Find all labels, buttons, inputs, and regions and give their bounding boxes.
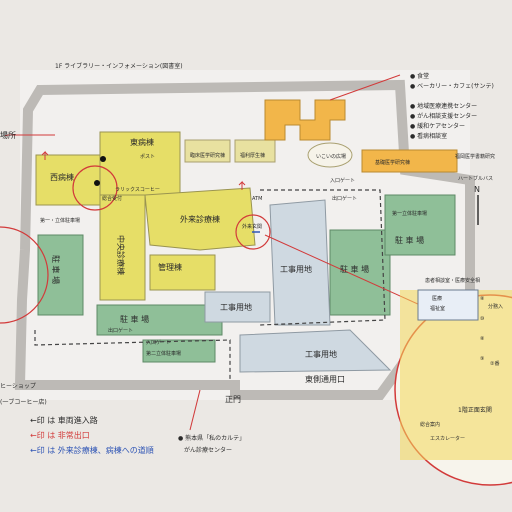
inset-number-3: ⑧: [480, 336, 485, 342]
bottom-left-label-1: ヒーショップ: [0, 383, 36, 390]
legend-item-2: ←印 は 非常出口: [30, 430, 90, 440]
callout-line-3: [264, 234, 421, 306]
east-gate-label: 東側通用口: [305, 374, 345, 384]
exit-arrow-2: [238, 180, 246, 190]
admin-label: 管理棟: [158, 262, 182, 272]
vehicle-route-1: [34, 330, 231, 380]
compass-label: N: [474, 185, 480, 194]
exit-gate-label: 出口ゲート: [332, 195, 357, 202]
inset-number-2: ⑩: [480, 316, 485, 322]
second-parking-small-label: 第一・立体駐車場: [40, 217, 80, 224]
reception-label: 総合受付: [102, 195, 122, 202]
entry-gate-label-2: 入口ゲート: [146, 339, 171, 346]
second-parking[interactable]: [142, 339, 216, 363]
lawson-label: ラリックスコーヒー: [115, 187, 160, 193]
highlight-circle-left: [0, 226, 49, 324]
legend-right-3: ● 緩和ケアセンター: [410, 122, 465, 130]
inset-title-1: 患者相談室・医療安全相: [425, 277, 480, 284]
basic-research-building[interactable]: [361, 149, 458, 173]
first-parking-label: 第一立体駐車場: [392, 210, 427, 217]
outpatient-label: 外来診療棟: [180, 214, 220, 224]
first-parking[interactable]: [384, 194, 456, 256]
orange-research-cluster[interactable]: [264, 99, 346, 141]
legend-right-4: ● 看病相談室: [410, 132, 447, 140]
callout-bottom-1: ● 熊本県「私のカルテ」: [178, 434, 245, 442]
right-misc-1: 福岡医学書籍研究: [455, 153, 495, 160]
atm-label: ATM: [252, 196, 262, 202]
bottom-left-label-2: (一ブコーヒー店): [0, 398, 47, 406]
post-label: ポスト: [140, 153, 155, 160]
legend-right-1: ● 地域医療連携センター: [410, 102, 477, 110]
inset-title-3: 福祉室: [430, 305, 445, 312]
east-parking-label: 駐 車 場: [340, 264, 369, 274]
tl-label: 場所: [0, 130, 16, 140]
second-parking-label: 第二立体駐車場: [146, 350, 181, 357]
west-ward-label: 西病棟: [50, 172, 74, 182]
west-ward-building[interactable]: [35, 154, 102, 206]
entrance-label: 外来玄関: [242, 223, 262, 230]
legend-top-right-2: ● ベーカリー・カフェ(サンテ): [410, 83, 494, 90]
central-clinic-label: 中央診療棟: [116, 235, 126, 275]
exit-arrow-1: [41, 150, 49, 160]
daycare-label: いこいの広場: [316, 153, 346, 160]
inset-label-5: エスカレーター: [430, 435, 465, 442]
research-building[interactable]: [184, 139, 231, 163]
reception-marker: [94, 180, 100, 186]
inset-label-1: 分務入: [488, 303, 503, 310]
west-parking-label: 駐 車 場: [51, 255, 61, 284]
post-marker: [100, 156, 106, 162]
daycare-circle: [307, 142, 353, 168]
west-parking[interactable]: [37, 234, 84, 316]
south-parking[interactable]: [96, 304, 223, 336]
inset-number-1: ⑧: [480, 296, 485, 302]
callout-line-2: [189, 389, 201, 431]
east-ward-building[interactable]: [99, 131, 181, 198]
inset-label-4: 総合案内: [420, 421, 440, 428]
highlight-circle-entrance: [235, 214, 271, 250]
main-gate-label: 正門: [225, 395, 241, 404]
first-parking-parking-label: 駐 車 場: [395, 235, 424, 245]
south-parking-label: 駐 車 場: [120, 314, 149, 324]
central-clinic-building[interactable]: [99, 194, 146, 301]
admin-building[interactable]: [149, 254, 216, 291]
callout-line-4: [329, 74, 401, 101]
vehicle-route-2: [259, 189, 386, 326]
legend-item-1: ←印 は 車両進入路: [30, 415, 98, 425]
top-label: 1F ライブラリー・インフォメーション(図書室): [55, 62, 183, 70]
callout-bottom-2: がん診療センター: [184, 446, 232, 454]
inset-label-2: ②番: [490, 360, 499, 367]
highlight-circle-reception: [72, 165, 118, 211]
legend-right-2: ● がん相談支援センター: [410, 112, 477, 120]
legend-top-right-1: ● 食堂: [410, 72, 429, 80]
exit-gate-label-2: 出口ゲート: [108, 327, 133, 334]
east-parking[interactable]: [329, 229, 391, 316]
welfare-label: 福利厚生棟: [240, 152, 265, 159]
legend-item-3: ←印 は 外来診療棟、病棟への道順: [30, 445, 154, 455]
construction-area-center: [204, 291, 271, 323]
research-label: 臨床医学研究棟: [190, 152, 225, 159]
inset-number-4: ⑨: [480, 356, 484, 362]
basic-research-label: 基礎医学研究棟: [375, 159, 410, 166]
construction-label-1: 工事用地: [280, 264, 312, 274]
construction-area-north: [269, 199, 331, 326]
right-misc-2: ハートブルバス: [458, 175, 493, 182]
inset-room: [417, 289, 479, 321]
construction-label-2: 工事用地: [220, 302, 252, 312]
inset-label-3: 1階正面玄関: [458, 406, 492, 414]
construction-label-3: 工事用地: [305, 349, 337, 359]
inset-title-2: 医療: [432, 295, 442, 302]
entry-gate-label: 入口ゲート: [330, 177, 355, 184]
construction-area-south: [239, 329, 392, 373]
east-ward-label: 東病棟: [130, 137, 154, 147]
outpatient-building[interactable]: [144, 187, 256, 251]
welfare-building[interactable]: [234, 139, 276, 163]
